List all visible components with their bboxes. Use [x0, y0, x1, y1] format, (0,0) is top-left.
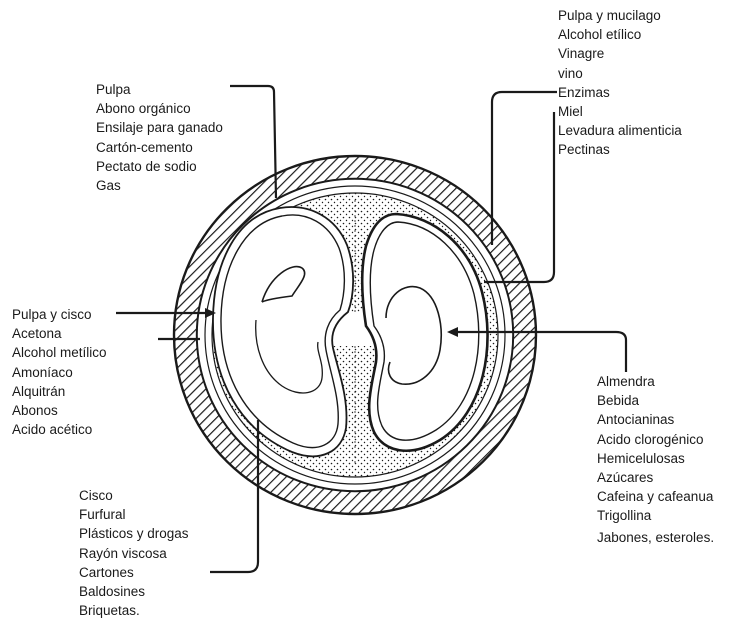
label-plasticos-y-drogas: Plásticos y drogas	[79, 524, 189, 543]
label-trigollina: Trigollina	[597, 506, 714, 525]
label-gas: Gas	[96, 176, 223, 195]
label-acido-clorogenico: Acido clorogénico	[597, 430, 714, 449]
label-azucares: Azúcares	[597, 468, 714, 487]
label-almendra: Almendra	[597, 372, 714, 391]
label-enzimas: Enzimas	[558, 83, 682, 102]
label-jabones-esteroles: Jabones, esteroles.	[597, 528, 714, 547]
label-group-cisco: Cisco Furfural Plásticos y drogas Rayón …	[79, 486, 189, 620]
label-vinagre: Vinagre	[558, 44, 682, 63]
label-group-almendra: Almendra Bebida Antocianinas Acido cloro…	[597, 372, 714, 547]
label-briquetas: Briquetas.	[79, 601, 189, 620]
label-levadura: Levadura alimenticia	[558, 121, 682, 140]
leader-mucilago	[492, 92, 557, 245]
label-pulpa: Pulpa	[96, 80, 223, 99]
label-pulpa-y-cisco: Pulpa y cisco	[12, 305, 107, 324]
label-miel: Miel	[558, 102, 682, 121]
label-ensilaje: Ensilaje para ganado	[96, 118, 223, 137]
label-antocianinas: Antocianinas	[597, 410, 714, 429]
label-rayon-viscosa: Rayón viscosa	[79, 544, 189, 563]
label-alcohol-etilico: Alcohol etílico	[558, 25, 682, 44]
label-amoniaco: Amoníaco	[12, 363, 107, 382]
label-cartones: Cartones	[79, 563, 189, 582]
label-carton-cemento: Cartón-cemento	[96, 138, 223, 157]
label-alquitran: Alquitrán	[12, 382, 107, 401]
label-group-pulpa: Pulpa Abono orgánico Ensilaje para ganad…	[96, 80, 223, 195]
label-pectato-de-sodio: Pectato de sodio	[96, 157, 223, 176]
label-pectinas: Pectinas	[558, 140, 682, 159]
label-acetona: Acetona	[12, 324, 107, 343]
label-cisco: Cisco	[79, 486, 189, 505]
label-cafeina: Cafeina y cafeanua	[597, 487, 714, 506]
label-alcohol-metilico: Alcohol metílico	[12, 343, 107, 362]
label-furfural: Furfural	[79, 505, 189, 524]
label-pulpa-y-mucilago: Pulpa y mucilago	[558, 6, 682, 25]
label-vino: vino	[558, 64, 682, 83]
label-group-mucilago: Pulpa y mucilago Alcohol etílico Vinagre…	[558, 6, 682, 160]
label-group-pulpa-y-cisco: Pulpa y cisco Acetona Alcohol metílico A…	[12, 305, 107, 439]
label-baldosines: Baldosines	[79, 582, 189, 601]
label-abono-organico: Abono orgánico	[96, 99, 223, 118]
label-abonos: Abonos	[12, 401, 107, 420]
label-acido-acetico: Acido acético	[12, 420, 107, 439]
label-hemicelulosas: Hemicelulosas	[597, 449, 714, 468]
label-bebida: Bebida	[597, 391, 714, 410]
